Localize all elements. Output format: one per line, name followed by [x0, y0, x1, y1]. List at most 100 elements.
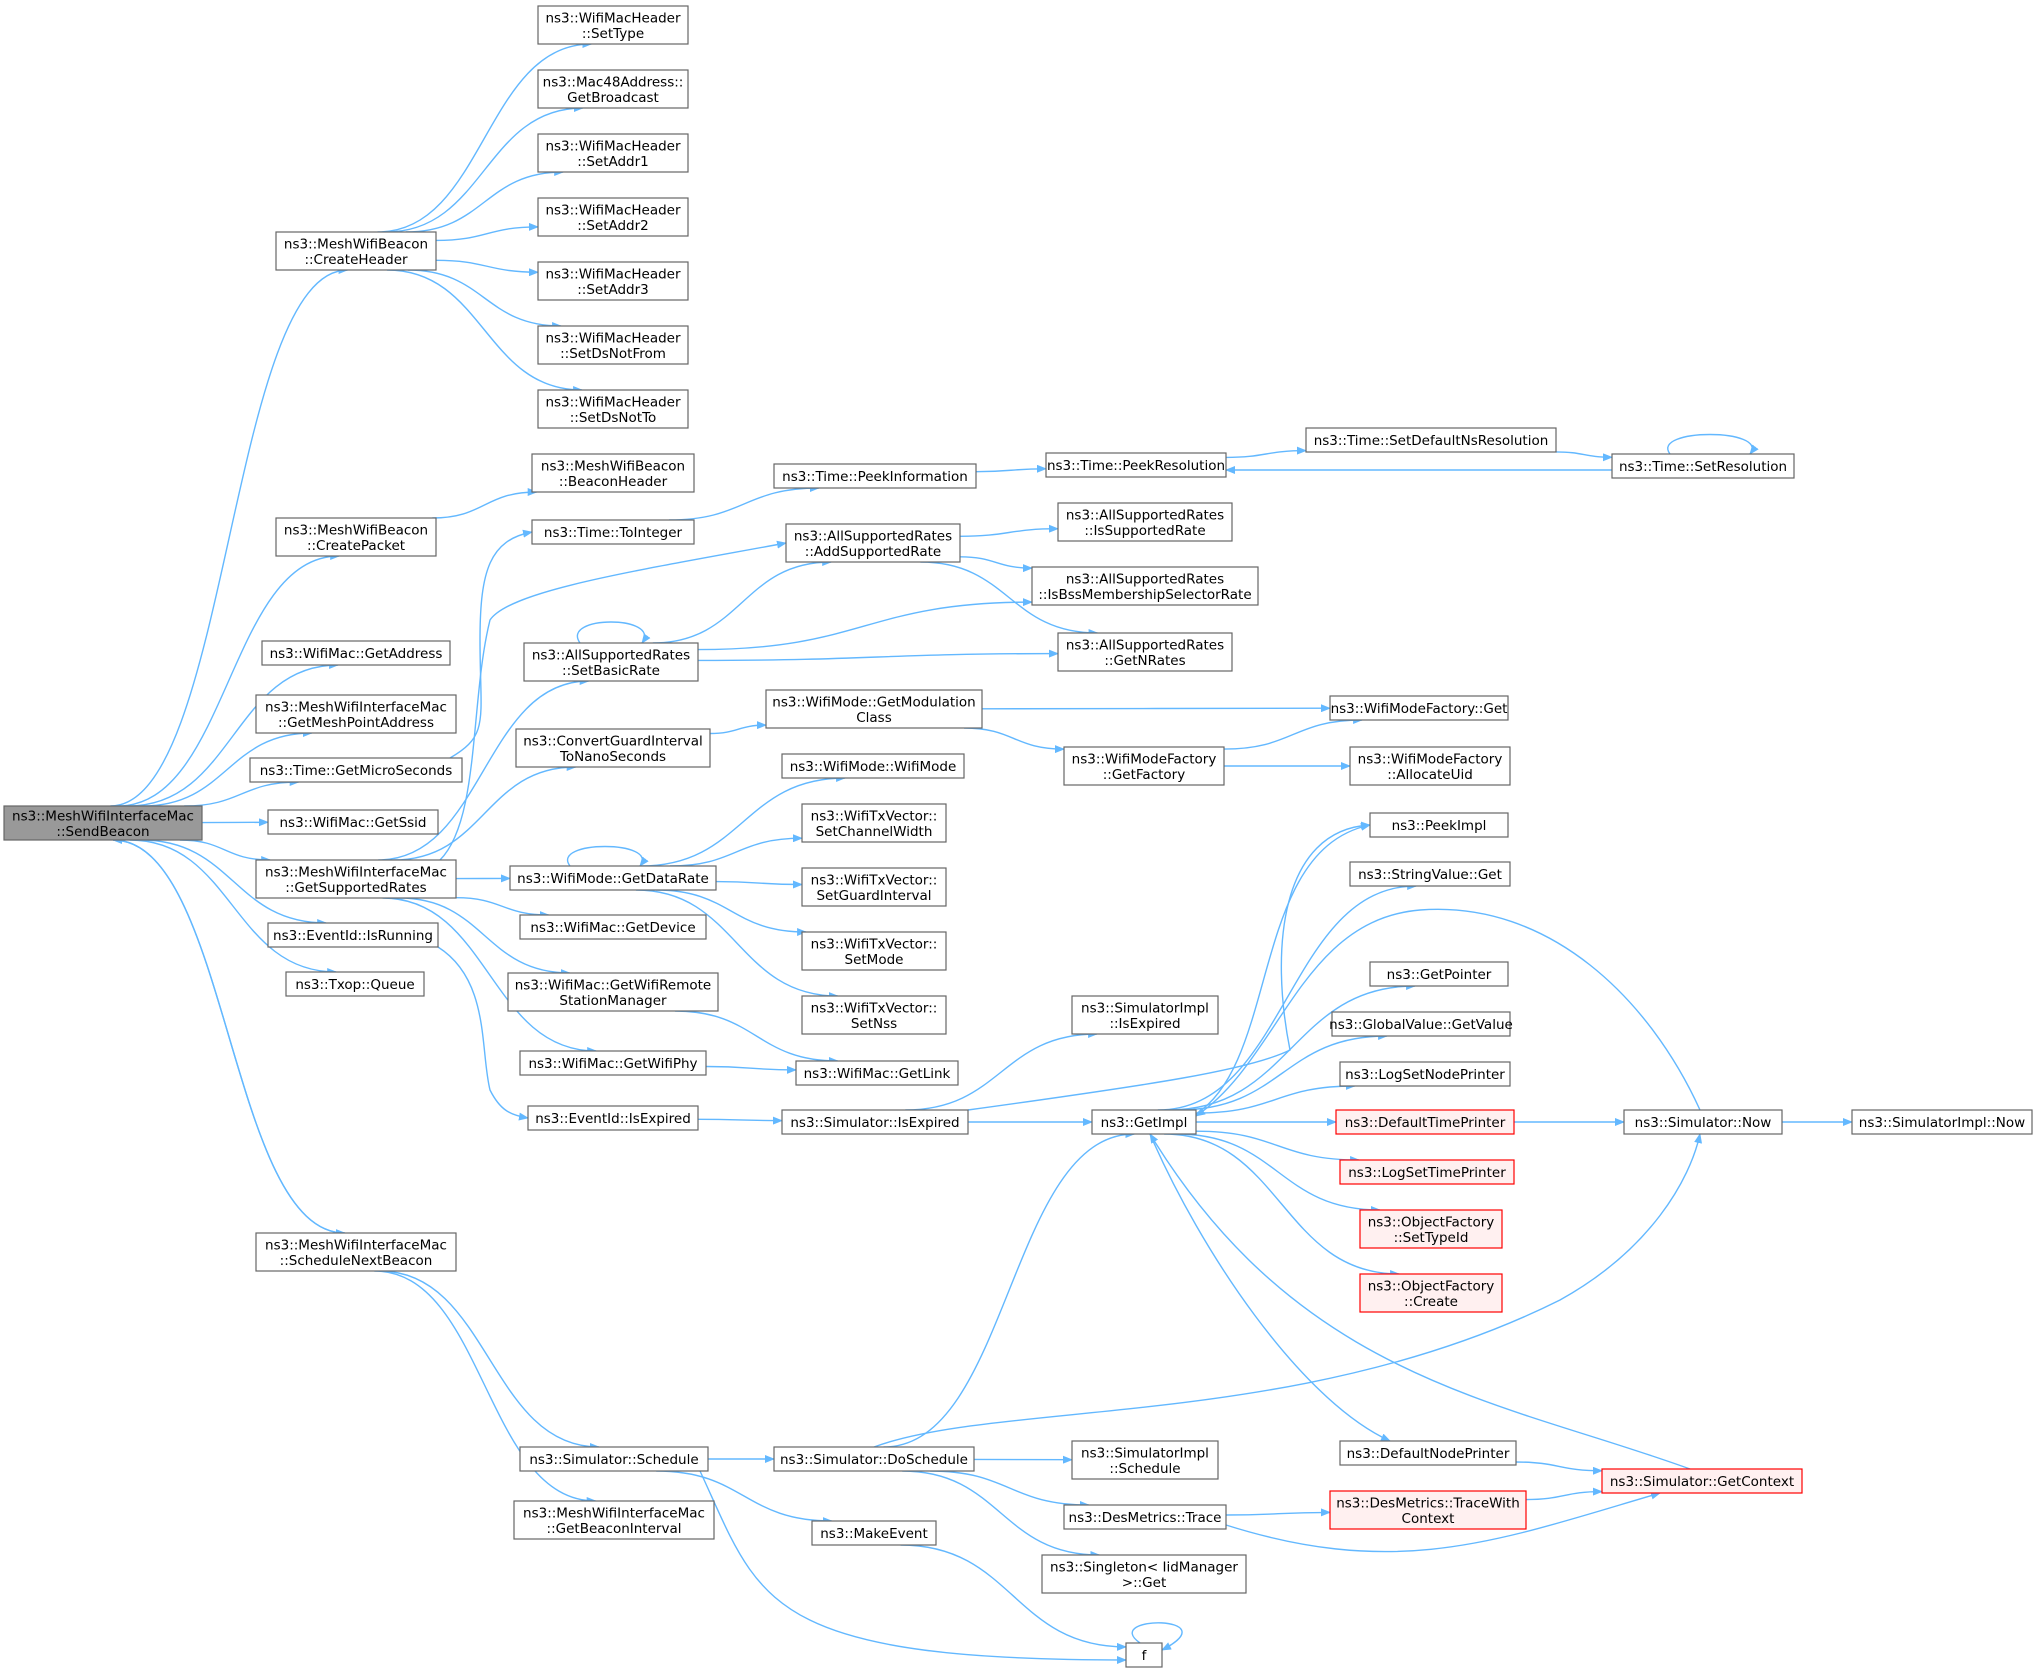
node-get-impl[interactable]: ns3::GetImpl — [1091, 1109, 1197, 1135]
edge-getSupportedRates-to-setBasicRate — [378, 677, 590, 861]
node-box — [773, 1446, 975, 1472]
node-des-trace[interactable]: ns3::DesMetrics::Trace — [1063, 1504, 1227, 1530]
node-box — [1045, 452, 1227, 478]
node-get-beacon-interval[interactable]: ns3::MeshWifiInterfaceMac::GetBeaconInte… — [513, 1500, 715, 1540]
node-create-packet[interactable]: ns3::MeshWifiBeacon::CreatePacket — [275, 517, 437, 557]
node-obj-create[interactable]: ns3::ObjectFactory::Create — [1359, 1273, 1503, 1313]
node-peek-impl[interactable]: ns3::PeekImpl — [1369, 812, 1509, 838]
node-set-channel-width[interactable]: ns3::WifiTxVector::SetChannelWidth — [801, 803, 947, 843]
node-set-resolution[interactable]: ns3::Time::SetResolution — [1611, 453, 1795, 479]
node-set-ds-not-to[interactable]: ns3::WifiMacHeader::SetDsNotTo — [537, 389, 689, 429]
node-to-integer[interactable]: ns3::Time::ToInteger — [531, 519, 695, 545]
node-queue[interactable]: ns3::Txop::Queue — [285, 971, 425, 997]
node-default-time-printer[interactable]: ns3::DefaultTimePrinter — [1335, 1109, 1515, 1135]
edge-scheduleNextBeacon-to-simSchedule — [379, 1270, 600, 1451]
node-sim-is-expired[interactable]: ns3::Simulator::IsExpired — [781, 1109, 969, 1135]
node-set-default-ns-resolution[interactable]: ns3::Time::SetDefaultNsResolution — [1305, 427, 1557, 453]
node-string-value-get[interactable]: ns3::StringValue::Get — [1349, 861, 1511, 887]
edge-getImpl-to-logSetTimePrinter — [1195, 1130, 1361, 1164]
node-get-context[interactable]: ns3::Simulator::GetContext — [1601, 1468, 1803, 1494]
node-is-supported-rate[interactable]: ns3::AllSupportedRates::IsSupportedRate — [1057, 502, 1233, 542]
node-get-link[interactable]: ns3::WifiMac::GetLink — [795, 1060, 959, 1086]
node-set-ds-not-from[interactable]: ns3::WifiMacHeader::SetDsNotFrom — [537, 325, 689, 365]
node-event-is-expired[interactable]: ns3::EventId::IsExpired — [527, 1105, 699, 1131]
node-label: ns3::Simulator::GetContext — [1610, 1474, 1794, 1490]
node-wifi-mode-wifi-mode[interactable]: ns3::WifiMode::WifiMode — [781, 753, 965, 779]
node-get-micro-seconds[interactable]: ns3::Time::GetMicroSeconds — [249, 757, 463, 783]
node-get-remote-station-manager[interactable]: ns3::WifiMac::GetWifiRemoteStationManage… — [507, 972, 719, 1012]
node-is-running[interactable]: ns3::EventId::IsRunning — [267, 922, 439, 948]
node-label: ::CreateHeader — [304, 252, 408, 268]
node-box — [1623, 1109, 1783, 1135]
node-label: ns3::AllSupportedRates — [1066, 507, 1224, 523]
node-add-supported-rate[interactable]: ns3::AllSupportedRates::AddSupportedRate — [785, 523, 961, 563]
node-set-type[interactable]: ns3::WifiMacHeader::SetType — [537, 5, 689, 45]
node-label: ::SetDsNotTo — [570, 410, 657, 426]
node-box — [801, 803, 947, 843]
node-set-addr2[interactable]: ns3::WifiMacHeader::SetAddr2 — [537, 197, 689, 237]
node-schedule-next-beacon[interactable]: ns3::MeshWifiInterfaceMac::ScheduleNextB… — [255, 1232, 457, 1272]
node-box — [1031, 566, 1259, 606]
node-get-wifi-phy[interactable]: ns3::WifiMac::GetWifiPhy — [519, 1050, 707, 1076]
node-box — [255, 694, 457, 734]
node-default-node-printer[interactable]: ns3::DefaultNodePrinter — [1339, 1440, 1517, 1466]
node-is-bss-membership[interactable]: ns3::AllSupportedRates::IsBssMembershipS… — [1031, 566, 1259, 606]
node-get-data-rate[interactable]: ns3::WifiMode::GetDataRate — [509, 865, 717, 891]
node-obj-set-type-id[interactable]: ns3::ObjectFactory::SetTypeId — [1359, 1209, 1503, 1249]
node-make-event[interactable]: ns3::MakeEvent — [811, 1520, 937, 1546]
node-get-ssid[interactable]: ns3::WifiMac::GetSsid — [267, 809, 439, 835]
node-get-mesh-point-address[interactable]: ns3::MeshWifiInterfaceMac::GetMeshPointA… — [255, 694, 457, 734]
edge-createHeader-to-setDsNotFrom — [407, 269, 563, 330]
node-box — [255, 1232, 457, 1272]
node-get-supported-rates[interactable]: ns3::MeshWifiInterfaceMac::GetSupportedR… — [255, 859, 457, 899]
node-label: ns3::Time::PeekInformation — [782, 469, 968, 485]
node-sim-now[interactable]: ns3::Simulator::Now — [1623, 1109, 1783, 1135]
edge-getSupportedRates-to-getDevice — [455, 897, 550, 919]
node-set-addr3[interactable]: ns3::WifiMacHeader::SetAddr3 — [537, 261, 689, 301]
node-box — [765, 689, 983, 729]
node-get-address[interactable]: ns3::WifiMac::GetAddress — [261, 640, 451, 666]
node-impl-now[interactable]: ns3::SimulatorImpl::Now — [1851, 1109, 2033, 1135]
edge-addSupportedRate-to-isSupportedRate — [959, 524, 1059, 537]
node-impl-is-expired[interactable]: ns3::SimulatorImpl::IsExpired — [1071, 995, 1219, 1035]
edge-createHeader-to-setAddr2 — [435, 222, 539, 242]
node-singleton-get[interactable]: ns3::Singleton< IidManager >::Get — [1041, 1554, 1247, 1594]
edge-getModulationClass-to-getFactory — [963, 727, 1065, 754]
node-log-set-time-printer[interactable]: ns3::LogSetTimePrinter — [1339, 1159, 1515, 1185]
edge-doSchedule-to-desTrace — [930, 1470, 1090, 1509]
node-get-pointer[interactable]: ns3::GetPointer — [1369, 961, 1509, 987]
edge-scheduleNextBeacon-to-getBeaconInterval — [374, 1270, 597, 1505]
node-f[interactable]: f — [1125, 1642, 1163, 1668]
node-get-n-rates[interactable]: ns3::AllSupportedRates::GetNRates — [1057, 632, 1233, 672]
node-send-beacon[interactable]: ns3::MeshWifiInterfaceMac::SendBeacon — [3, 805, 203, 841]
node-set-basic-rate[interactable]: ns3::AllSupportedRates::SetBasicRate — [523, 642, 699, 682]
node-set-nss[interactable]: ns3::WifiTxVector::SetNss — [801, 995, 947, 1035]
node-beacon-header[interactable]: ns3::MeshWifiBeacon::BeaconHeader — [531, 453, 695, 493]
edge-simSchedule-to-makeEvent — [656, 1470, 833, 1525]
node-get-broadcast[interactable]: ns3::Mac48Address::GetBroadcast — [537, 69, 689, 109]
node-set-guard-interval[interactable]: ns3::WifiTxVector::SetGuardInterval — [801, 867, 947, 907]
node-set-mode[interactable]: ns3::WifiTxVector::SetMode — [801, 931, 947, 971]
node-box — [249, 757, 463, 783]
node-box — [531, 519, 695, 545]
node-create-header[interactable]: ns3::MeshWifiBeacon::CreateHeader — [275, 231, 437, 271]
node-set-addr1[interactable]: ns3::WifiMacHeader::SetAddr1 — [537, 133, 689, 173]
node-box — [519, 914, 707, 940]
node-peek-resolution[interactable]: ns3::Time::PeekResolution — [1045, 452, 1227, 478]
node-wifi-mode-factory-get[interactable]: ns3::WifiModeFactory::Get — [1329, 695, 1509, 721]
node-log-set-node-printer[interactable]: ns3::LogSetNodePrinter — [1339, 1061, 1511, 1087]
node-get-factory[interactable]: ns3::WifiModeFactory::GetFactory — [1063, 746, 1225, 786]
node-allocate-uid[interactable]: ns3::WifiModeFactory::AllocateUid — [1349, 746, 1511, 786]
edge-getImpl-to-logSetNodePrinter — [1195, 1082, 1356, 1114]
node-impl-schedule[interactable]: ns3::SimulatorImpl::Schedule — [1071, 1440, 1219, 1480]
node-sim-schedule[interactable]: ns3::Simulator::Schedule — [519, 1446, 709, 1472]
node-get-device[interactable]: ns3::WifiMac::GetDevice — [519, 914, 707, 940]
node-do-schedule[interactable]: ns3::Simulator::DoSchedule — [773, 1446, 975, 1472]
node-global-get-value[interactable]: ns3::GlobalValue::GetValue — [1329, 1011, 1513, 1037]
node-peek-information[interactable]: ns3::Time::PeekInformation — [773, 463, 977, 489]
edge-convertGuard-to-getModulationClass — [709, 721, 767, 735]
edge-getDataRate-to-setChannelWidth — [669, 834, 803, 867]
